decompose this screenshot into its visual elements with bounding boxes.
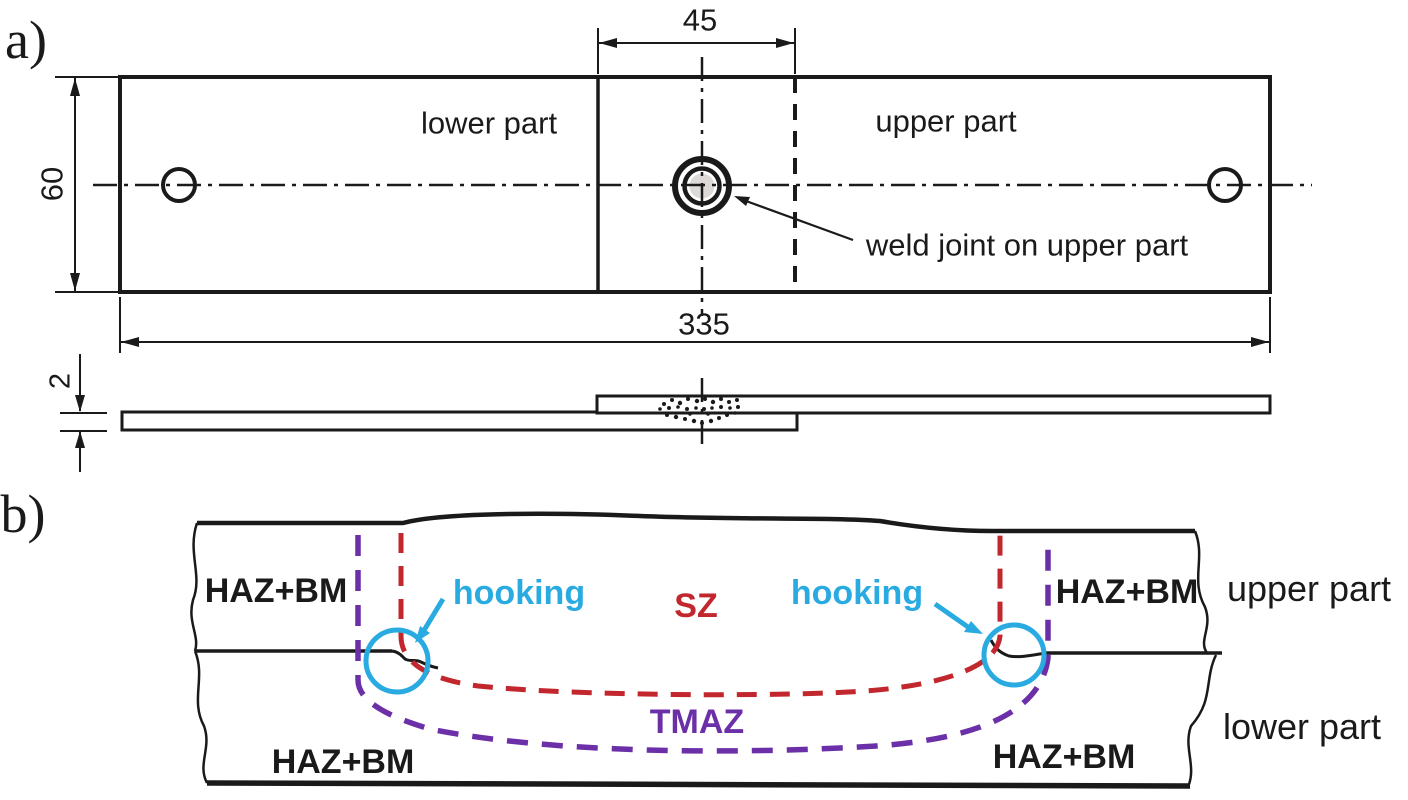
break-edge-upper-left <box>190 522 199 652</box>
break-edge-lower-right <box>1186 654 1218 788</box>
cross-section-schematic <box>190 511 1222 789</box>
dim-2 <box>60 354 107 472</box>
dim-45-value: 45 <box>682 2 718 38</box>
upper-part-label-top-view: upper part <box>875 103 1017 139</box>
haz-bm-lower-left: HAZ+BM <box>271 743 415 781</box>
lower-part-label-section: lower part <box>1222 706 1382 747</box>
tmaz-boundary <box>355 535 1051 754</box>
dim-60-value: 60 <box>34 166 70 202</box>
panel-a-label: a) <box>5 10 47 70</box>
side-view-drawing <box>60 354 1272 472</box>
hooking-circle-left <box>363 627 431 695</box>
hooking-label-left: hooking <box>452 574 586 612</box>
lower-sheet <box>120 410 799 432</box>
hooking-arrow-left <box>415 597 446 643</box>
dim-335-value: 335 <box>678 306 730 342</box>
top-view-drawing <box>55 28 1312 353</box>
panel-b-label: b) <box>0 484 46 544</box>
lower-part-label-top-view: lower part <box>420 105 558 141</box>
dim-335 <box>119 297 1271 353</box>
upper-sheet <box>595 394 1272 415</box>
weld-stipple <box>658 397 740 425</box>
weld-leader-arrow <box>734 196 854 242</box>
weld-joint-note: weld joint on upper part <box>865 227 1189 263</box>
dim-60 <box>55 76 118 293</box>
hooking-circle-right <box>981 622 1047 688</box>
dim-45 <box>597 28 796 74</box>
upper-part-label-section: upper part <box>1226 568 1392 609</box>
break-edge-lower-left <box>193 650 209 784</box>
dim-2-value: 2 <box>44 372 77 390</box>
haz-bm-upper-left: HAZ+BM <box>204 572 348 610</box>
hooking-arrow-right <box>933 601 983 634</box>
sz-label: SZ <box>674 587 718 625</box>
haz-bm-upper-right: HAZ+BM <box>1055 573 1199 611</box>
bottom-surface-line <box>206 780 1191 789</box>
top-surface-line <box>197 511 1195 534</box>
haz-bm-lower-right: HAZ+BM <box>992 738 1136 776</box>
tmaz-label: TMAZ <box>649 703 745 741</box>
hooking-label-right: hooking <box>790 574 924 612</box>
break-edge-upper-right <box>1193 530 1209 654</box>
